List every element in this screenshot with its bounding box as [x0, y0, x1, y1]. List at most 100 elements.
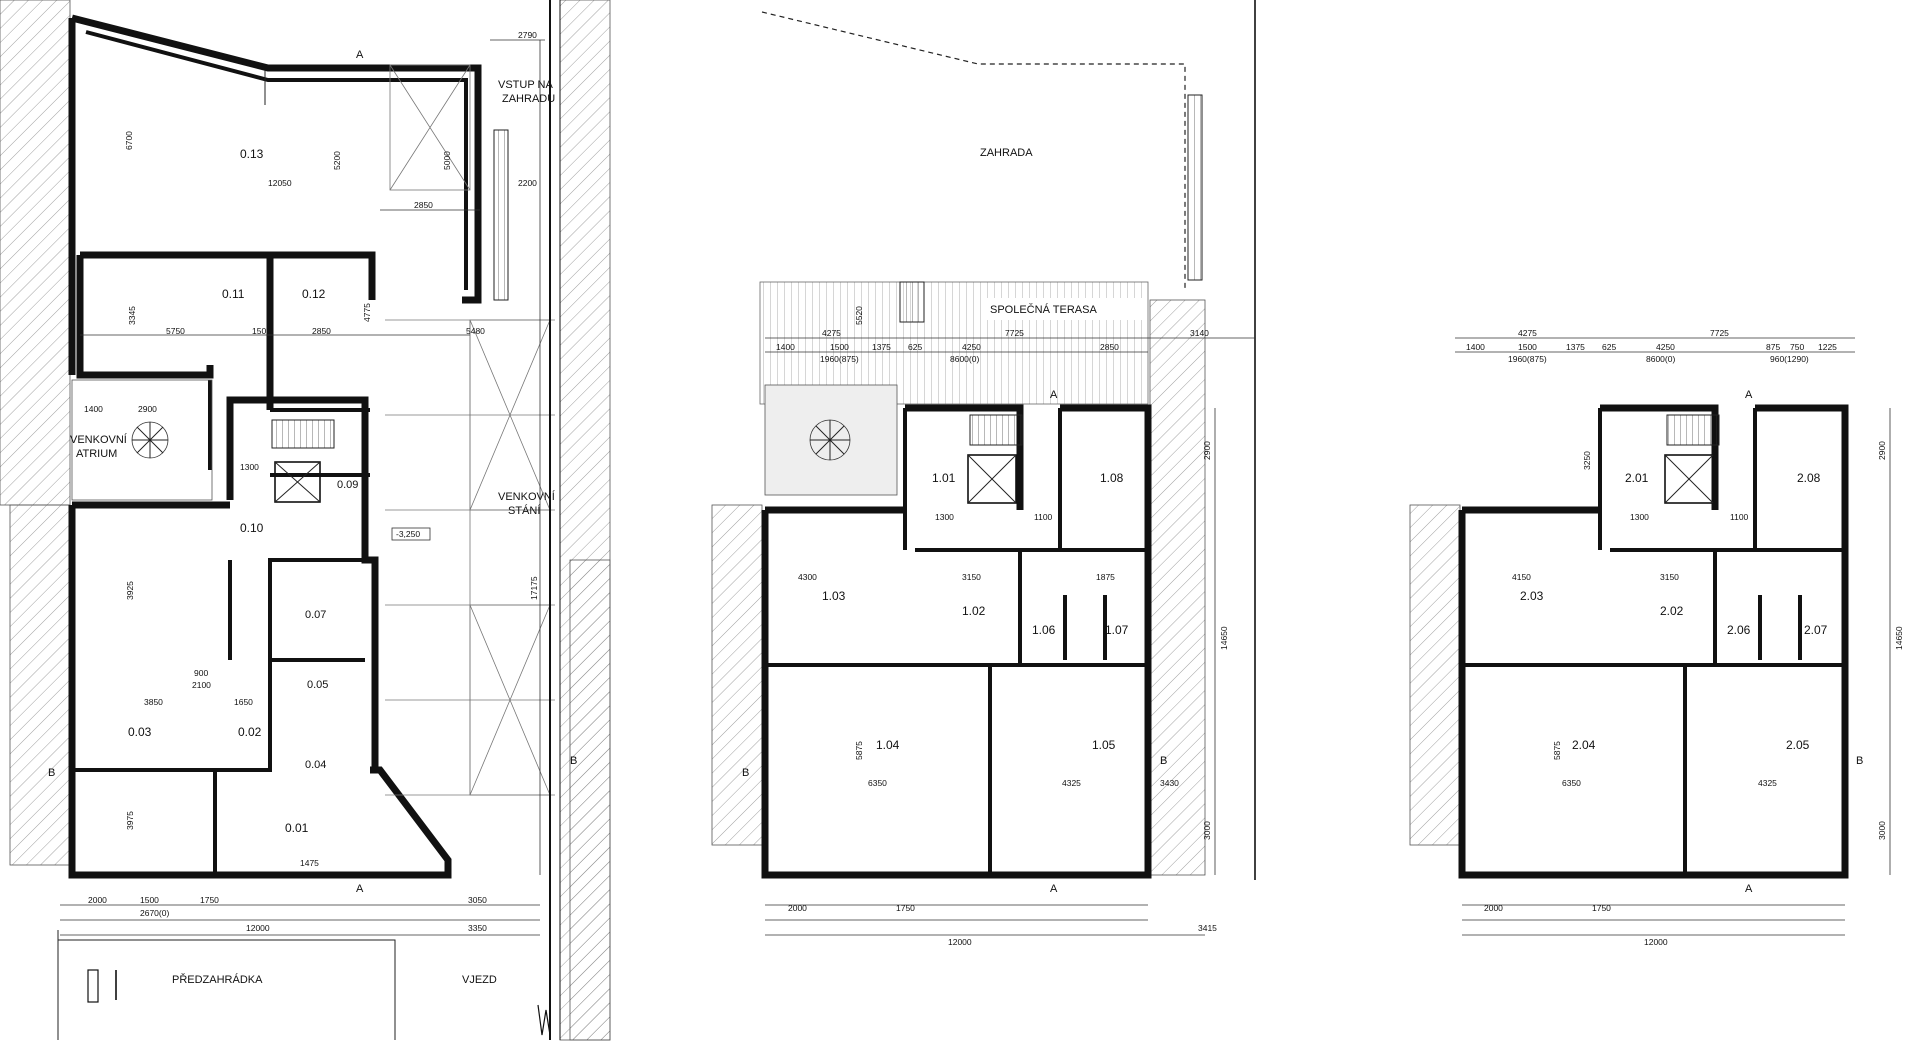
- label-vstup-2: ZAHRADU: [502, 93, 555, 105]
- dim3-625: 625: [1602, 342, 1616, 352]
- room-2-03: 2.03: [1520, 589, 1544, 603]
- plan-first-floor: ZAHRADA SPOLEČNÁ TERASA 1.01 1.02 1.03 1…: [711, 0, 1256, 947]
- room-2-08: 2.08: [1797, 471, 1821, 485]
- dim-3925: 3925: [125, 581, 135, 600]
- section-marker-b-right-2: B: [1160, 755, 1167, 767]
- wall-0-11-0-12: [76, 251, 376, 410]
- dim-12000: 12000: [246, 923, 270, 933]
- front-garden-bench: [87, 969, 99, 1003]
- label-stani-1: VENKOVNÍ: [498, 490, 556, 503]
- tree-icon: [809, 419, 851, 461]
- wall-plan2-inner: [765, 408, 1148, 875]
- label-vstup-1: VSTUP NA: [498, 79, 553, 91]
- stair-plan2: [969, 414, 1023, 446]
- dim2-4275: 4275: [822, 328, 841, 338]
- stair-core: [271, 419, 335, 449]
- hatch-left-top: [0, 0, 71, 506]
- level-box: [391, 527, 431, 541]
- dim2-4325: 4325: [1062, 778, 1081, 788]
- dim-1300: 1300: [240, 462, 259, 472]
- dim-3050: 3050: [468, 895, 487, 905]
- dimensions-plan-first: 4275 7725 3140 1400 1500 1960(875) 1375 …: [765, 306, 1255, 947]
- label-terasa: SPOLEČNÁ TERASA: [990, 303, 1097, 316]
- garden-wall-0-13: [68, 14, 482, 375]
- room-0-10: 0.10: [240, 521, 264, 535]
- dim2-4300: 4300: [798, 572, 817, 582]
- terrace-stair: [899, 281, 925, 323]
- dim2-1875: 1875: [1096, 572, 1115, 582]
- label-vjezd: VJEZD: [462, 974, 497, 986]
- dim2-14650: 14650: [1219, 626, 1229, 650]
- dim2-8600: 8600(0): [950, 354, 979, 364]
- dim-2850-a: 2850: [414, 200, 433, 210]
- dim3-1225: 1225: [1818, 342, 1837, 352]
- dim2-1500: 1500: [830, 342, 849, 352]
- dim2-1960: 1960(875): [820, 354, 859, 364]
- dim3-1400: 1400: [1466, 342, 1485, 352]
- dim2-3415: 3415: [1198, 923, 1217, 933]
- room-0-11: 0.11: [222, 287, 245, 301]
- dim-2670: 2670(0): [140, 908, 169, 918]
- section-marker-a-bottom-3: A: [1745, 883, 1753, 895]
- terrace-label-bg: [985, 298, 1145, 320]
- dim3-3000: 3000: [1877, 821, 1887, 840]
- garden-boundary-dashed: [761, 11, 1186, 290]
- wall-plan2-outer: [761, 404, 1152, 879]
- room-0-07: 0.07: [305, 609, 326, 621]
- dim2-3150: 3150: [962, 572, 981, 582]
- plan-ground-floor: 0.13 0.11 0.12 0.10 0.09 0.07 0.05 0.04 …: [0, 0, 611, 1041]
- section-marker-a-bottom-2: A: [1050, 883, 1058, 895]
- dim3-7725: 7725: [1710, 328, 1729, 338]
- room-2-02: 2.02: [1660, 604, 1684, 618]
- room-1-04: 1.04: [876, 738, 900, 752]
- room-2-06: 2.06: [1727, 623, 1751, 637]
- hatch-plan2-left: [711, 504, 763, 846]
- dim-12050: 12050: [268, 178, 292, 188]
- dim-3350: 3350: [468, 923, 487, 933]
- room-1-05: 1.05: [1092, 738, 1116, 752]
- dimensions-plan-ground: 2790 12050 2200 2850 5750 150 2850 5480 …: [60, 30, 545, 936]
- dim2-625: 625: [908, 342, 922, 352]
- dim2-1750: 1750: [896, 903, 915, 913]
- hatch-left-bottom: [9, 504, 71, 866]
- dim2-1300: 1300: [935, 512, 954, 522]
- dim2-12000: 12000: [948, 937, 972, 947]
- dim-3850: 3850: [144, 697, 163, 707]
- dim2-6350: 6350: [868, 778, 887, 788]
- dim-1500: 1500: [140, 895, 159, 905]
- wall-plan3-inner: [1462, 408, 1845, 875]
- room-1-07: 1.07: [1105, 623, 1129, 637]
- dim3-12000: 12000: [1644, 937, 1668, 947]
- dim2-1375: 1375: [872, 342, 891, 352]
- dimensions-plan-second: 4275 7725 1400 1500 1960(875) 1375 625 4…: [1455, 328, 1904, 947]
- room-0-05: 0.05: [307, 679, 328, 691]
- wall-ground-body: [68, 396, 452, 879]
- label-stani-2: STÁNÍ: [508, 504, 541, 517]
- room-1-02: 1.02: [962, 604, 986, 618]
- room-2-05: 2.05: [1786, 738, 1810, 752]
- dim2-5875: 5875: [854, 741, 864, 760]
- dim-3345: 3345: [127, 306, 137, 325]
- dim-1750: 1750: [200, 895, 219, 905]
- dim-1475: 1475: [300, 858, 319, 868]
- tree-icon: [131, 421, 169, 459]
- dim2-4250: 4250: [962, 342, 981, 352]
- label-predzahradka: PŘEDZAHRÁDKA: [172, 973, 263, 986]
- dim3-1500: 1500: [1518, 342, 1537, 352]
- garden-stair: [493, 129, 509, 301]
- dim2-3430: 3430: [1160, 778, 1179, 788]
- dim-5480: 5480: [466, 326, 485, 336]
- dim-2100: 2100: [192, 680, 211, 690]
- wall-plan3-outer: [1458, 404, 1849, 879]
- dim-5000: 5000: [442, 151, 452, 170]
- dim3-750: 750: [1790, 342, 1804, 352]
- dim3-4250: 4250: [1656, 342, 1675, 352]
- garden-wall-inner: [85, 30, 468, 290]
- section-marker-b-right-3: B: [1856, 755, 1863, 767]
- section-marker-a-top-3: A: [1745, 389, 1753, 401]
- level-value: -3,250: [396, 529, 420, 539]
- dim3-4325: 4325: [1758, 778, 1777, 788]
- room-2-04: 2.04: [1572, 738, 1596, 752]
- dim3-1375: 1375: [1566, 342, 1585, 352]
- dim-150: 150: [252, 326, 266, 336]
